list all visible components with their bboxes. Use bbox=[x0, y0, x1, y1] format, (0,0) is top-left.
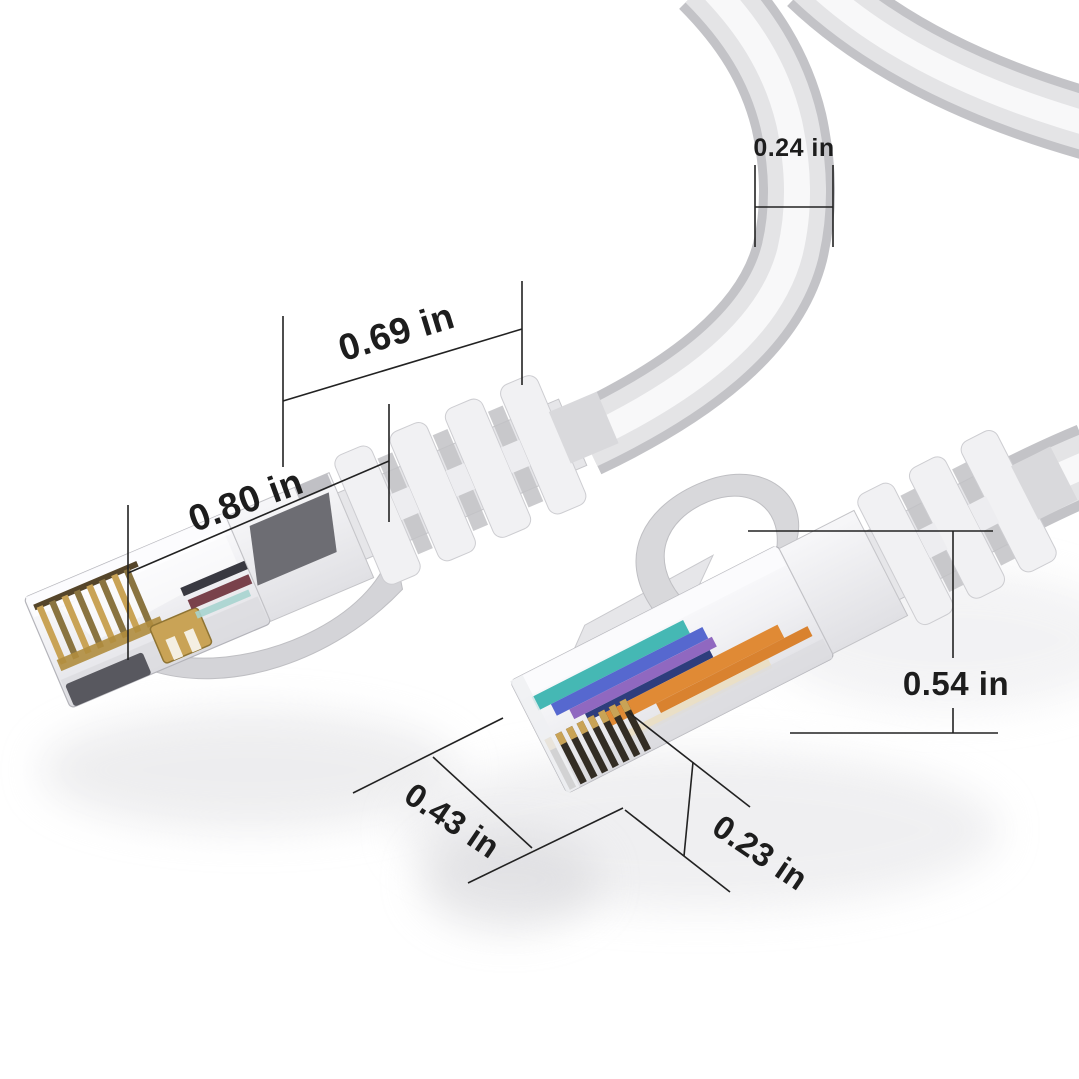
dimension-line bbox=[683, 761, 694, 857]
wire-maroon-strip bbox=[187, 574, 253, 610]
left-connector-shadow bbox=[40, 710, 460, 830]
dimension-line bbox=[127, 460, 390, 574]
extension-line bbox=[627, 711, 751, 808]
extension-line bbox=[352, 717, 504, 794]
load-bar-notch bbox=[183, 628, 202, 653]
cable-stub bbox=[1011, 446, 1078, 520]
plug-top-face bbox=[511, 545, 786, 700]
wire-dark-strip bbox=[180, 558, 254, 597]
dimension-line bbox=[282, 328, 523, 402]
measurement-label: 0.69 in bbox=[334, 295, 459, 369]
measurement-cable-diameter: 0.24 in bbox=[753, 134, 834, 247]
plug-dark-slot bbox=[65, 652, 151, 706]
left-connector bbox=[24, 375, 619, 708]
plug-tip-shadow bbox=[420, 830, 600, 930]
cable-stub bbox=[548, 391, 619, 464]
strain-relief bbox=[334, 375, 619, 585]
wire-strips bbox=[531, 619, 813, 741]
cable-loop-strand bbox=[568, 0, 835, 475]
plug-front-face bbox=[510, 674, 580, 794]
wire-teal-strip bbox=[194, 589, 252, 619]
measurement-connector-height: 0.54 in bbox=[748, 530, 1009, 734]
boot-patch bbox=[294, 473, 333, 501]
extension-line bbox=[624, 809, 731, 893]
plug-bottom-shade bbox=[559, 638, 833, 793]
measurement-label: 0.24 in bbox=[753, 134, 834, 162]
boot-window bbox=[249, 492, 337, 586]
extension-line bbox=[467, 807, 624, 884]
gold-pins bbox=[33, 561, 165, 672]
dimension-line bbox=[432, 756, 533, 849]
measurement-label: 0.54 in bbox=[903, 665, 1009, 702]
load-bar-notch bbox=[165, 636, 184, 661]
plug-highlight bbox=[60, 526, 238, 641]
cable-corner-strand bbox=[787, 0, 1079, 159]
